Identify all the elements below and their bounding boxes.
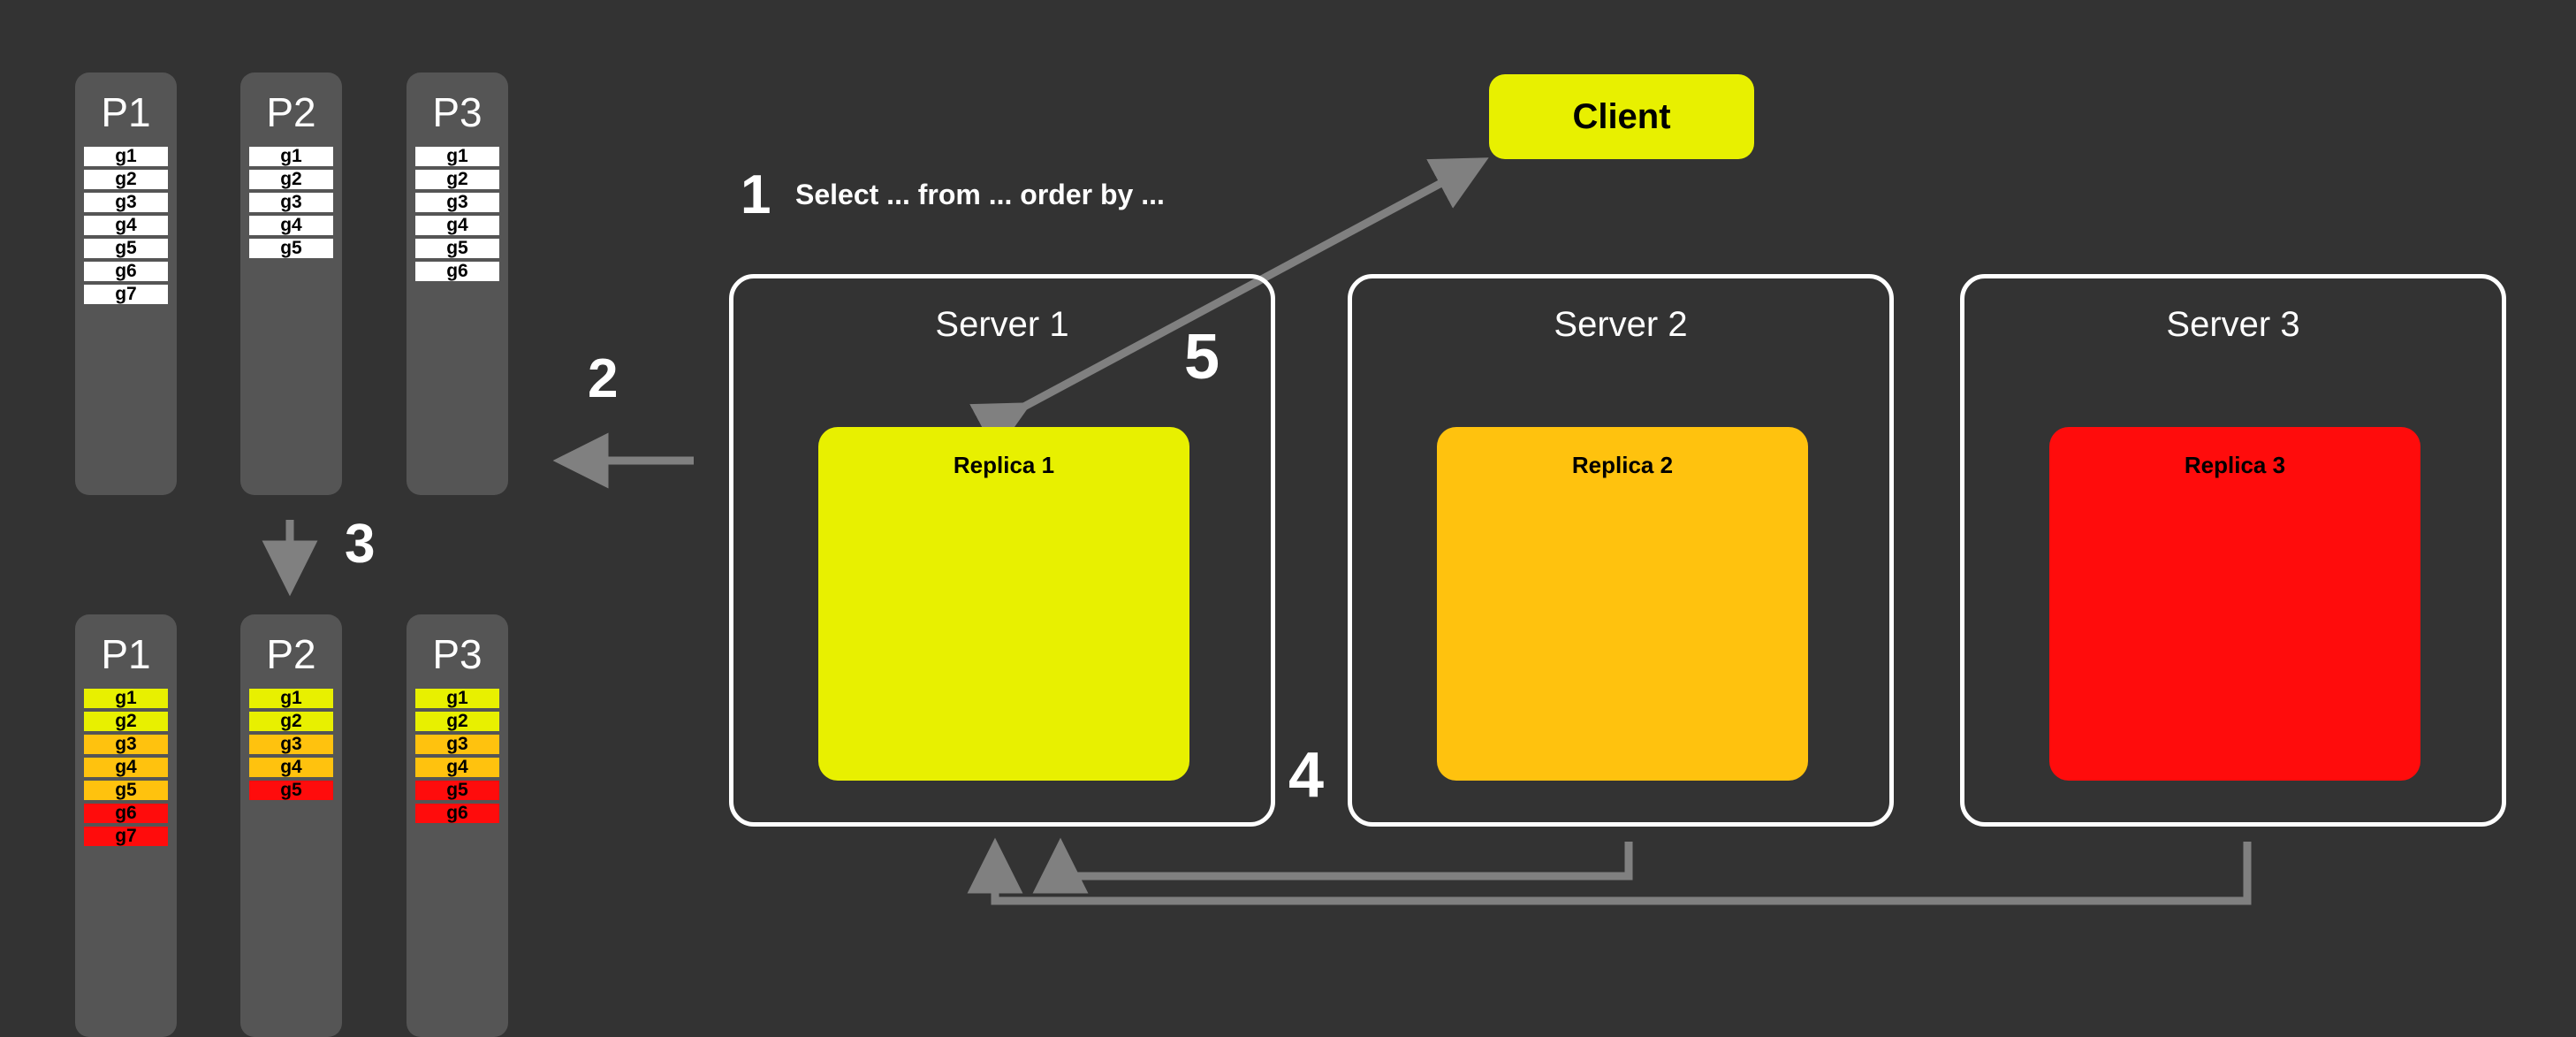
replica-box-3[interactable]: Replica 3	[2049, 427, 2420, 781]
partition-bottom-p1: P1 g1 g2 g3 g4 g5 g6 g7	[75, 614, 177, 1037]
partition-cell: g3	[84, 193, 168, 212]
partition-top-p3: P3 g1 g2 g3 g4 g5 g6	[407, 72, 508, 495]
partition-cell: g4	[84, 758, 168, 777]
partition-cell: g6	[84, 804, 168, 823]
partition-cell: g4	[84, 216, 168, 235]
partition-cell-list: g1 g2 g3 g4 g5	[249, 147, 333, 258]
partition-cell: g7	[84, 285, 168, 304]
step-number-2: 2	[588, 348, 619, 409]
arrow-step-4-server2	[1032, 837, 1633, 894]
partition-title: P3	[432, 631, 483, 677]
replica-box-1[interactable]: Replica 1	[818, 427, 1189, 781]
partition-title: P2	[266, 89, 316, 135]
partition-top-p1: P1 g1 g2 g3 g4 g5 g6 g7	[75, 72, 177, 495]
client-box[interactable]: Client	[1489, 74, 1754, 159]
partition-cell-list: g1 g2 g3 g4 g5 g6	[415, 147, 499, 281]
partition-cell-list: g1 g2 g3 g4 g5	[249, 689, 333, 800]
partition-bottom-p2: P2 g1 g2 g3 g4 g5	[240, 614, 342, 1037]
partition-cell: g2	[249, 712, 333, 731]
partition-cell: g2	[415, 170, 499, 189]
partition-cell: g4	[249, 758, 333, 777]
partition-cell: g5	[249, 239, 333, 258]
step-number-1: 1	[741, 164, 771, 225]
partition-cell: g2	[249, 170, 333, 189]
partition-cell-list: g1 g2 g3 g4 g5 g6	[415, 689, 499, 823]
partition-cell: g1	[84, 147, 168, 166]
partition-cell: g2	[84, 170, 168, 189]
query-text-label: Select ... from ... order by ...	[795, 179, 1165, 210]
partition-cell: g5	[249, 781, 333, 800]
replica-box-2[interactable]: Replica 2	[1437, 427, 1808, 781]
partition-cell: g4	[415, 216, 499, 235]
partition-cell: g1	[84, 689, 168, 708]
partition-cell: g6	[415, 262, 499, 281]
step-number-4: 4	[1288, 740, 1325, 811]
partition-cell: g5	[84, 239, 168, 258]
partition-cell: g1	[249, 689, 333, 708]
partition-cell: g3	[249, 193, 333, 212]
partition-cell: g6	[84, 262, 168, 281]
server-title: Server 3	[2166, 305, 2300, 344]
partition-cell: g5	[415, 239, 499, 258]
partition-cell: g3	[415, 735, 499, 754]
partition-top-p2: P2 g1 g2 g3 g4 g5	[240, 72, 342, 495]
step-number-3: 3	[345, 514, 376, 575]
partition-cell: g4	[415, 758, 499, 777]
server-box-1[interactable]: Server 1 Replica 1	[729, 274, 1275, 827]
partition-cell: g2	[84, 712, 168, 731]
partition-cell: g3	[84, 735, 168, 754]
partition-cell-list: g1 g2 g3 g4 g5 g6 g7	[84, 147, 168, 304]
partition-cell: g1	[415, 689, 499, 708]
partition-cell: g7	[84, 827, 168, 846]
partition-title: P1	[101, 631, 151, 677]
partition-cell: g6	[415, 804, 499, 823]
step-number-5: 5	[1184, 322, 1220, 393]
partition-cell: g5	[415, 781, 499, 800]
server-title: Server 1	[935, 305, 1069, 344]
server-box-2[interactable]: Server 2 Replica 2	[1348, 274, 1894, 827]
partition-cell: g5	[84, 781, 168, 800]
partition-cell-list: g1 g2 g3 g4 g5 g6 g7	[84, 689, 168, 846]
partition-cell: g4	[249, 216, 333, 235]
partition-title: P3	[432, 89, 483, 135]
arrow-step-4-server3	[967, 837, 2252, 905]
server-title: Server 2	[1554, 305, 1688, 344]
partition-title: P1	[101, 89, 151, 135]
client-label: Client	[1572, 97, 1671, 136]
server-box-3[interactable]: Server 3 Replica 3	[1960, 274, 2506, 827]
replica-label: Replica 1	[953, 452, 1055, 478]
partition-cell: g3	[249, 735, 333, 754]
replica-label: Replica 2	[1571, 452, 1674, 478]
partition-cell: g1	[415, 147, 499, 166]
partition-bottom-p3: P3 g1 g2 g3 g4 g5 g6	[407, 614, 508, 1037]
partition-cell: g1	[249, 147, 333, 166]
replica-label: Replica 3	[2184, 452, 2286, 478]
partition-cell: g3	[415, 193, 499, 212]
partition-title: P2	[266, 631, 316, 677]
partition-cell: g2	[415, 712, 499, 731]
